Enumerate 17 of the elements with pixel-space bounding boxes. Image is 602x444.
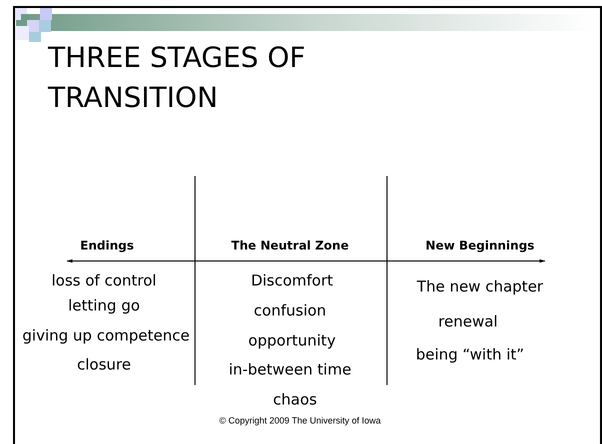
stage-item: being “with it” (416, 346, 524, 364)
stage-item: Discomfort (250, 272, 334, 290)
stage-item: confusion (254, 302, 326, 320)
stage-item: opportunity (248, 332, 336, 350)
column-heading: New Beginnings (426, 238, 534, 254)
stage-item: in-between time (228, 360, 352, 380)
stage-item: closure (77, 356, 131, 374)
stage-item: giving up competence (22, 326, 190, 346)
title: THREE STAGES OF TRANSITION (48, 40, 306, 116)
stage-item: letting go (68, 296, 140, 316)
stage-item: The new chapter (416, 278, 544, 296)
column-heading: Endings (80, 238, 134, 254)
column-heading: The Neutral Zone (231, 238, 349, 254)
stage-item: loss of control (52, 272, 156, 290)
copyright-note: © Copyright 2009 The University of Iowa (219, 415, 381, 427)
stage-item: chaos (273, 390, 317, 410)
stage-item: renewal (438, 312, 498, 332)
